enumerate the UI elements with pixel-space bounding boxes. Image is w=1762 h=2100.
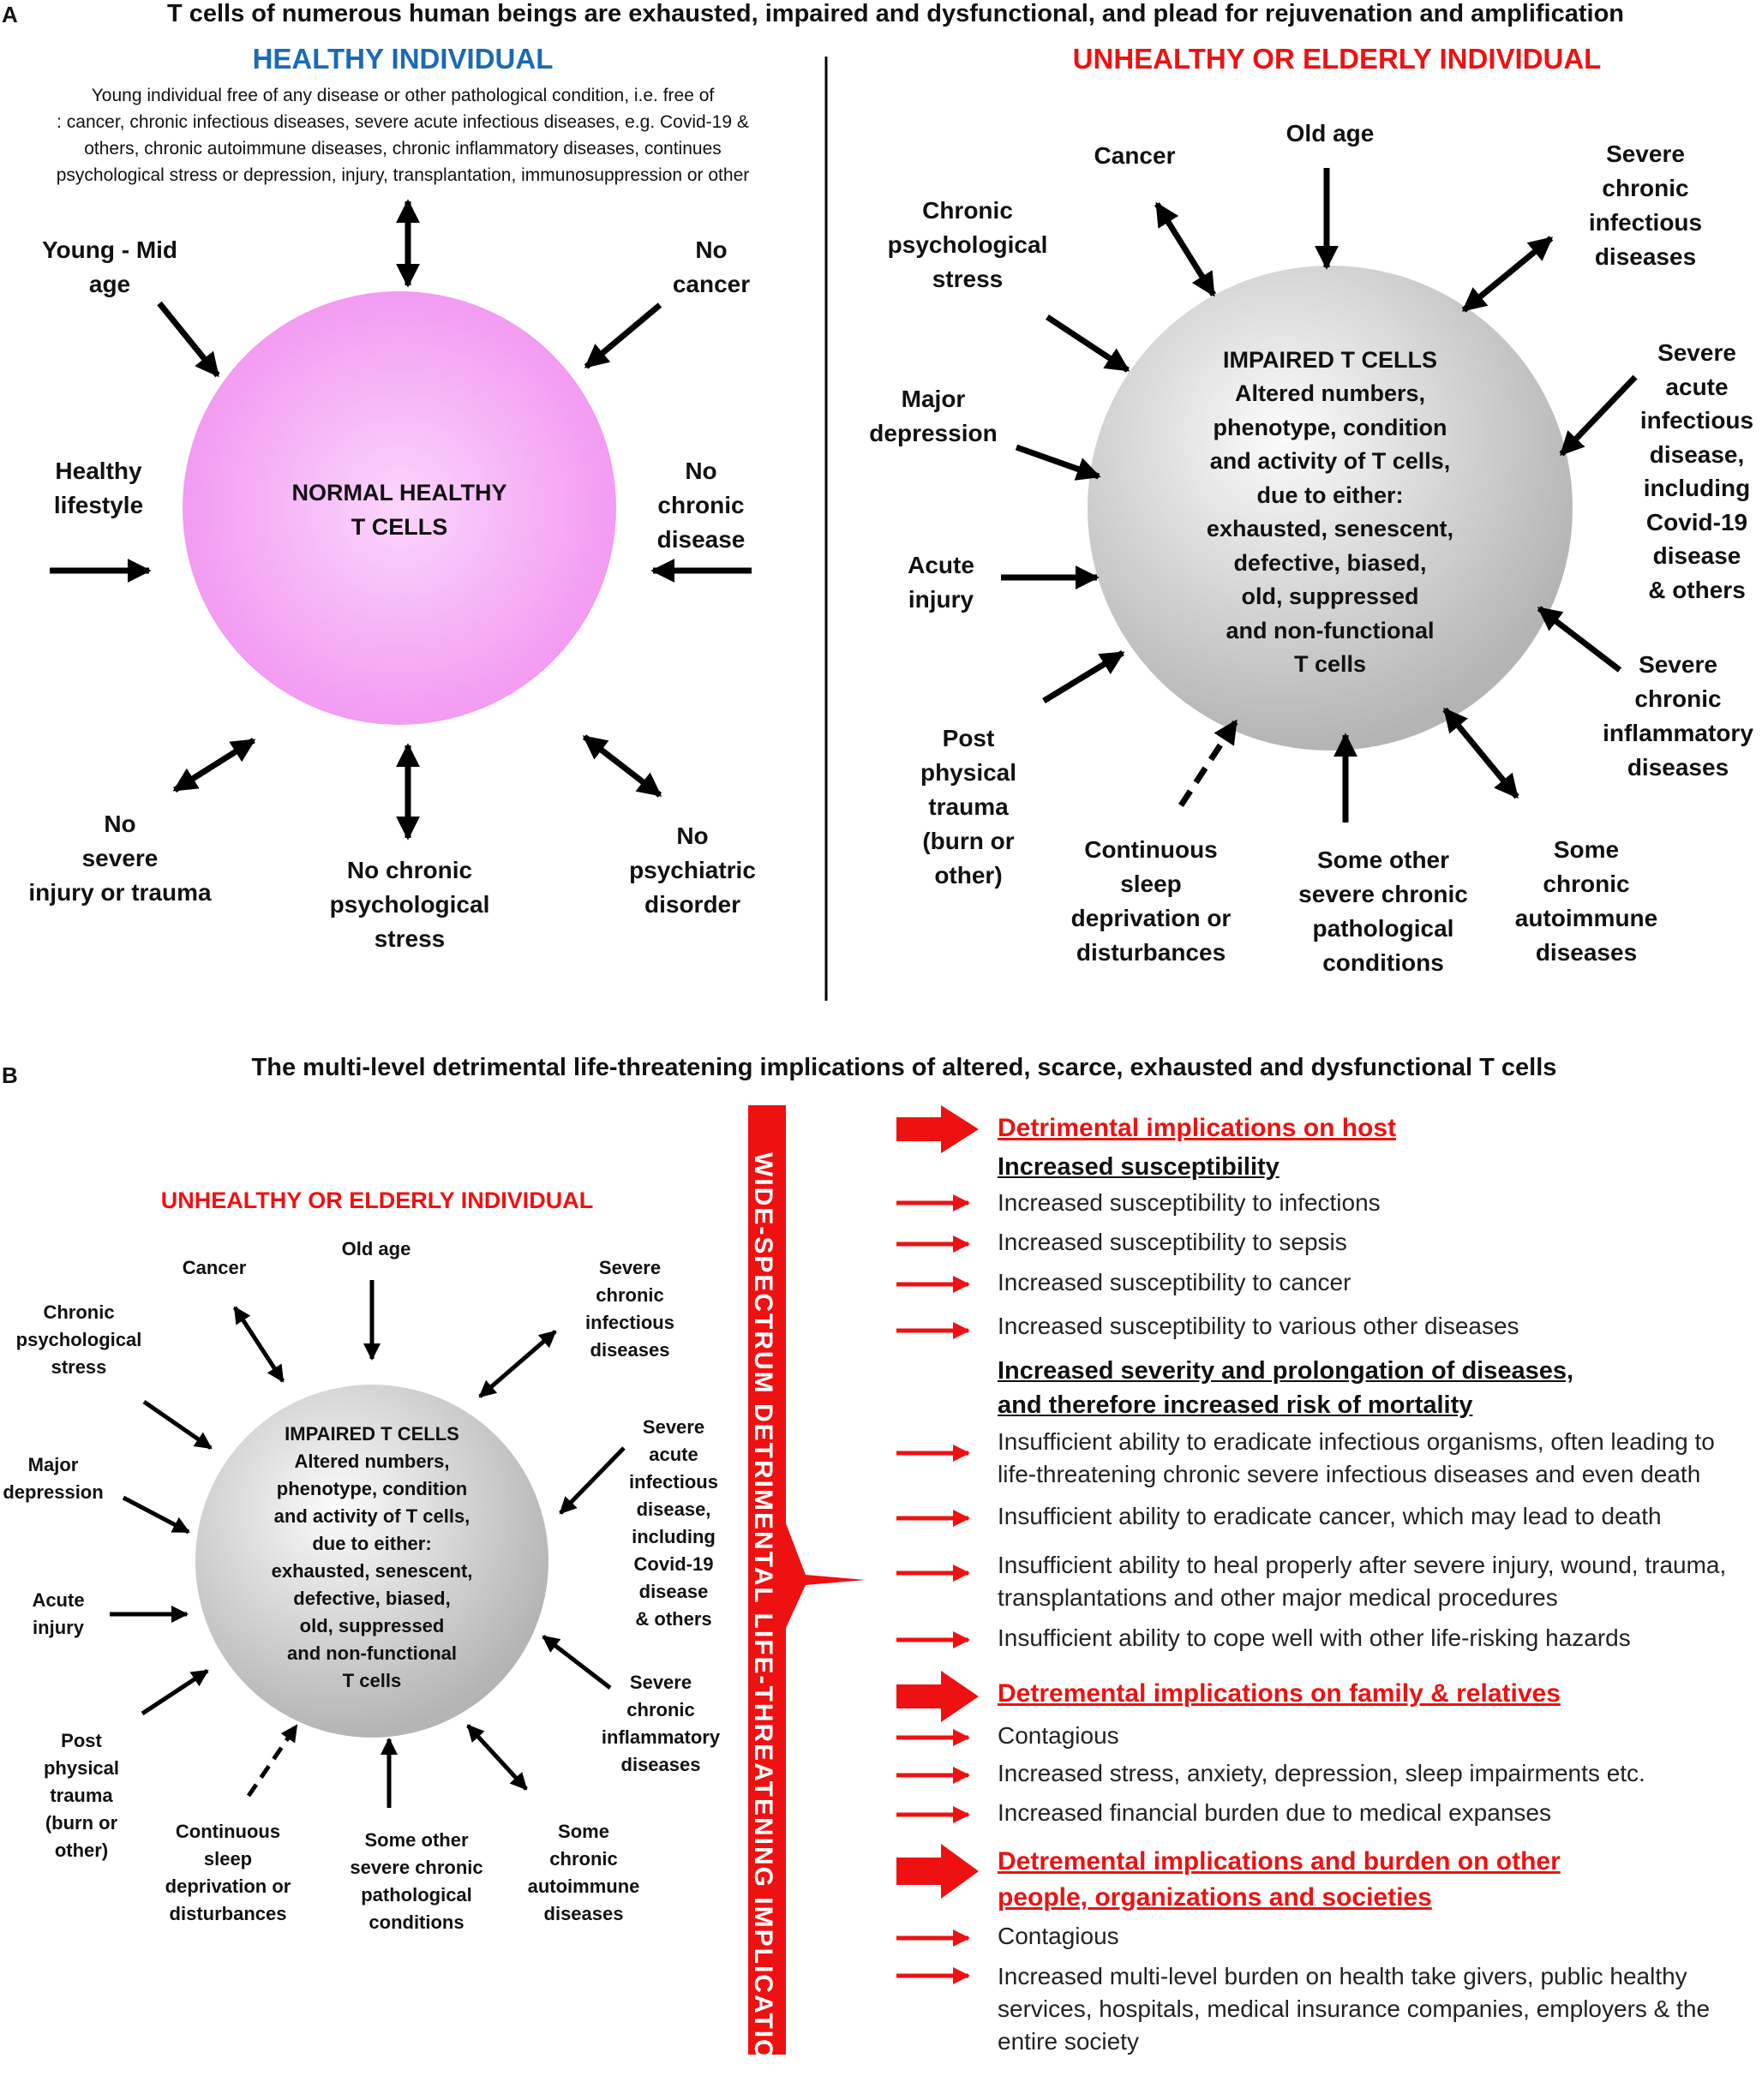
label-severe-chronic-infectious-a: Severe chronic infectious diseases xyxy=(1588,141,1703,270)
healthy-heading: HEALTHY INDIVIDUAL xyxy=(252,43,554,75)
unhealthy-heading-b: UNHEALTHY OR ELDERLY INDIVIDUAL xyxy=(160,1188,594,1213)
label-no-cancer: No cancer xyxy=(672,236,751,297)
label-sleep-deprivation-a: Continuous sleep deprivation or disturba… xyxy=(1070,836,1232,966)
section-heading-arrows xyxy=(896,1105,979,1899)
label-severe-inflammatory-b: Severe chronic inflammatory diseases xyxy=(601,1672,721,1775)
label-acute-injury-a: Acute injury xyxy=(908,552,974,613)
severity-heading: Increased severity and prolongation of d… xyxy=(998,1357,1574,1419)
society-item-contagious: Contagious xyxy=(998,1923,1119,1949)
label-chronic-psych-stress-b: Chronic psychological stress xyxy=(15,1301,142,1378)
unhealthy-heading-a: UNHEALTHY OR ELDERLY INDIVIDUAL xyxy=(1072,43,1602,75)
impaired-arrows-a xyxy=(1001,168,1638,823)
host-item-cope: Insufficient ability to cope well with o… xyxy=(998,1624,1631,1651)
label-no-severe-injury: No severe injury or trauma xyxy=(28,811,212,906)
healthy-t-cells-circle xyxy=(183,291,616,725)
panel-b-title: The multi-level detrimental life-threate… xyxy=(251,1054,1557,1081)
host-item-sepsis: Increased susceptibility to sepsis xyxy=(998,1229,1347,1255)
host-item-eradicate-infections: Insufficient ability to eradicate infect… xyxy=(998,1428,1715,1487)
society-item-burden: Increased multi-level burden on health t… xyxy=(998,1963,1711,2055)
family-item-contagious: Contagious xyxy=(998,1722,1119,1749)
label-acute-injury-b: Acute injury xyxy=(32,1589,85,1638)
label-severe-chronic-infectious-b: Severe chronic infectious diseases xyxy=(585,1257,674,1361)
diagram-arrows-layer xyxy=(50,57,1638,1984)
label-severe-acute-infectious-a: Severe acute infectious disease, includi… xyxy=(1639,339,1754,603)
society-heading: Detremental implications and burden on o… xyxy=(998,1847,1561,1912)
label-cancer-a: Cancer xyxy=(1094,142,1176,169)
label-no-chronic-disease: No chronic disease xyxy=(656,458,746,553)
label-old-age-a: Old age xyxy=(1286,120,1375,147)
label-severe-acute-infectious-b: Severe acute infectious disease, includi… xyxy=(629,1416,718,1630)
impaired-t-cells-circle-b xyxy=(195,1385,548,1738)
healthy-description: Young individual free of any disease or … xyxy=(56,86,750,185)
label-post-trauma-a: Post physical trauma (burn or other) xyxy=(920,725,1017,888)
wide-spectrum-band xyxy=(748,1105,786,2055)
host-item-infections: Increased susceptibility to infections xyxy=(998,1189,1381,1216)
host-item-heal: Insufficient ability to heal properly af… xyxy=(998,1552,1727,1611)
healthy-center-label: NORMAL HEALTHY T CELLS xyxy=(291,480,507,540)
impaired-center-label-b: IMPAIRED T CELLS Altered numbers, phenot… xyxy=(271,1423,473,1691)
host-item-cancer: Increased susceptibility to cancer xyxy=(998,1269,1351,1295)
label-no-psychiatric-disorder: No psychiatric disorder xyxy=(629,823,756,918)
panel-a-title: T cells of numerous human beings are exh… xyxy=(166,0,1625,27)
label-major-depression-b: Major depression xyxy=(3,1454,104,1503)
host-heading: Detrimental implications on host xyxy=(998,1114,1397,1142)
label-healthy-lifestyle: Healthy lifestyle xyxy=(53,458,144,518)
healthy-arrows xyxy=(50,199,752,841)
label-no-chronic-stress: No chronic psychological stress xyxy=(329,857,490,952)
label-cancer-b: Cancer xyxy=(182,1257,247,1278)
label-major-depression-a: Major depression xyxy=(869,386,998,446)
host-item-eradicate-cancer: Insufficient ability to eradicate cancer… xyxy=(998,1503,1662,1529)
label-autoimmune-b: Some chronic autoimmune diseases xyxy=(527,1821,640,1924)
label-young-mid-age: Young - Mid age xyxy=(41,236,178,297)
panel-a-letter: A xyxy=(2,2,18,27)
label-post-trauma-b: Post physical trauma (burn or other) xyxy=(43,1730,120,1861)
label-severe-inflammatory-a: Severe chronic inflammatory diseases xyxy=(1603,651,1753,781)
label-other-pathological-b: Some other severe chronic pathological c… xyxy=(350,1829,483,1933)
label-other-pathological-a: Some other severe chronic pathological c… xyxy=(1298,847,1468,976)
label-old-age-b: Old age xyxy=(341,1238,411,1259)
item-arrows xyxy=(896,1194,971,1984)
dashed-sleep-arrow-b xyxy=(246,1724,299,1798)
impaired-arrows-b xyxy=(110,1280,626,1808)
label-autoimmune-a: Some chronic autoimmune diseases xyxy=(1514,836,1658,966)
label-sleep-deprivation-b: Continuous sleep deprivation or disturba… xyxy=(165,1821,291,1924)
family-item-stress: Increased stress, anxiety, depression, s… xyxy=(998,1760,1645,1786)
band-pointer xyxy=(786,1523,866,1628)
family-item-financial: Increased financial burden due to medica… xyxy=(998,1799,1551,1826)
panel-b-letter: B xyxy=(2,1062,18,1088)
wide-spectrum-band-label: WIDE-SPECTRUM DETRIMENTAL LIFE-THREATENI… xyxy=(749,1152,777,2100)
host-item-other-diseases: Increased susceptibility to various othe… xyxy=(998,1313,1519,1339)
dashed-sleep-arrow-a xyxy=(1178,719,1238,807)
impaired-center-label-a: IMPAIRED T CELLS Altered numbers, phenot… xyxy=(1206,346,1454,678)
label-chronic-psych-stress-a: Chronic psychological stress xyxy=(887,197,1048,292)
family-heading: Detremental implications on family & rel… xyxy=(998,1679,1561,1708)
impaired-t-cells-circle-a xyxy=(1088,266,1573,751)
increased-susceptibility-heading: Increased susceptibility xyxy=(998,1153,1280,1181)
